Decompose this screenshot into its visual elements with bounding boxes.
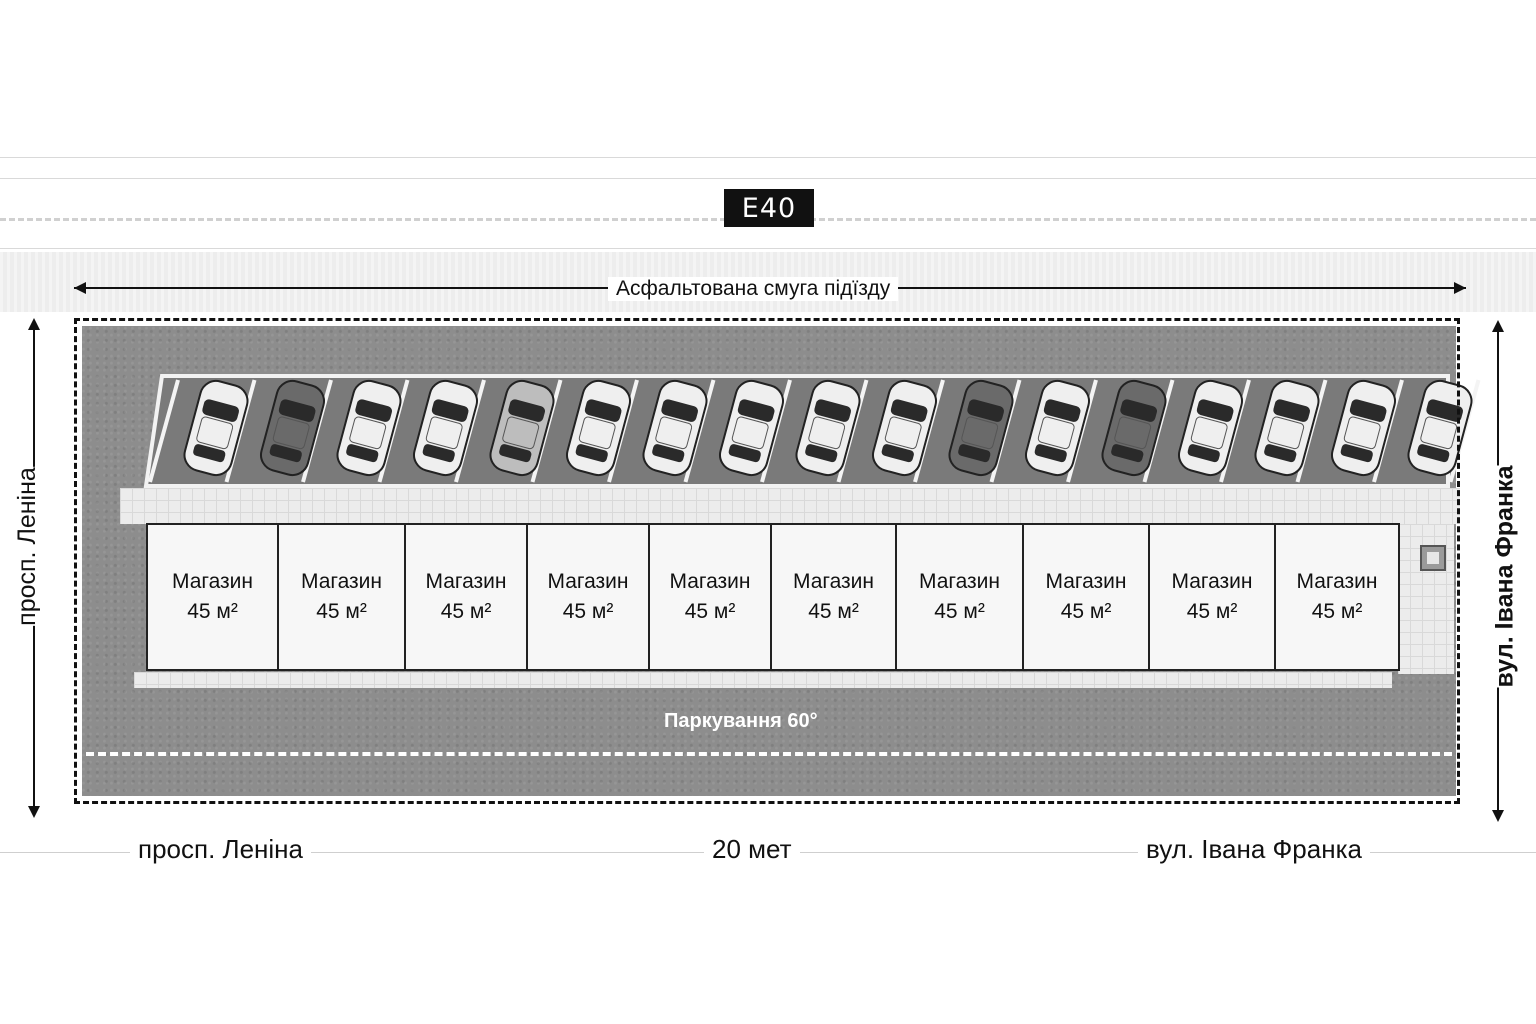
shop-unit: Магазин 45 м²: [277, 523, 406, 671]
parked-car: [1407, 379, 1473, 477]
shop-unit: Магазин 45 м²: [648, 523, 772, 671]
parking-label: Паркування 60°: [664, 710, 818, 732]
shop-unit: Магазин 45 м²: [1274, 523, 1400, 671]
shop-area: 45 м²: [187, 600, 238, 623]
shop-area: 45 м²: [684, 600, 736, 623]
parked-car: [642, 379, 708, 477]
parked-car: [1025, 379, 1090, 477]
road-edge-top: [0, 157, 1536, 158]
parked-car: [719, 379, 784, 477]
shop-area: 45 м²: [316, 600, 367, 623]
parked-car: [260, 379, 325, 477]
shop-name: Магазин: [918, 570, 1000, 593]
shop-name: Магазин: [425, 570, 507, 593]
utility-box-icon: [1420, 545, 1446, 571]
sidewalk-strip: [120, 488, 1460, 524]
bottom-center-distance-label: 20 мет: [704, 834, 800, 865]
parked-car: [489, 379, 555, 477]
parked-car: [948, 379, 1014, 477]
shop-unit: Магазин 45 м²: [1022, 523, 1150, 671]
sidewalk-lower: [134, 672, 1392, 688]
parked-car: [795, 379, 861, 477]
site-boundary: [74, 318, 1460, 804]
shop-area: 45 м²: [562, 600, 614, 623]
shop-area: 45 м²: [440, 600, 492, 623]
parked-car: [1101, 379, 1167, 477]
shop-name: Магазин: [1171, 570, 1253, 593]
parked-car: [1254, 379, 1320, 477]
road-badge: E40: [724, 189, 814, 227]
shop-area: 45 м²: [934, 600, 985, 623]
shop-name: Магазин: [547, 570, 629, 593]
shop-name: Магазин: [171, 570, 253, 593]
parked-car: [1178, 379, 1243, 477]
shop-unit: Магазин 45 м²: [404, 523, 528, 671]
shop-name: Магазин: [669, 570, 751, 593]
shop-area: 45 м²: [808, 600, 859, 623]
parked-car: [1331, 379, 1396, 477]
access-strip-label: Асфальтована смуга підїзду: [608, 277, 899, 301]
shop-area: 45 м²: [1311, 600, 1363, 623]
bottom-left-street-label: просп. Леніна: [130, 834, 312, 865]
shop-name: Магазин: [792, 570, 874, 593]
shop-area: 45 м²: [1186, 600, 1238, 623]
road-edge-inner: [0, 178, 1536, 179]
bottom-right-street-label: вул. Івана Франка: [1138, 834, 1370, 865]
shop-unit: Магазин 45 м²: [770, 523, 897, 671]
parked-car: [336, 379, 402, 477]
parked-car: [872, 379, 937, 477]
shop-area: 45 м²: [1060, 600, 1112, 623]
shop-name: Магазин: [1045, 570, 1127, 593]
shop-name: Магазин: [300, 570, 382, 593]
shop-unit: Магазин 45 м²: [1148, 523, 1276, 671]
road-edge-bottom: [0, 248, 1536, 249]
parked-car: [183, 379, 249, 477]
shop-unit: Магазин 45 м²: [895, 523, 1024, 671]
parked-car: [566, 379, 631, 477]
shop-name: Магазин: [1296, 570, 1378, 593]
stall-line: [148, 379, 180, 483]
shop-unit: Магазин 45 м²: [146, 523, 279, 671]
lane-center-dash: [86, 752, 1452, 756]
parked-car: [413, 379, 478, 477]
